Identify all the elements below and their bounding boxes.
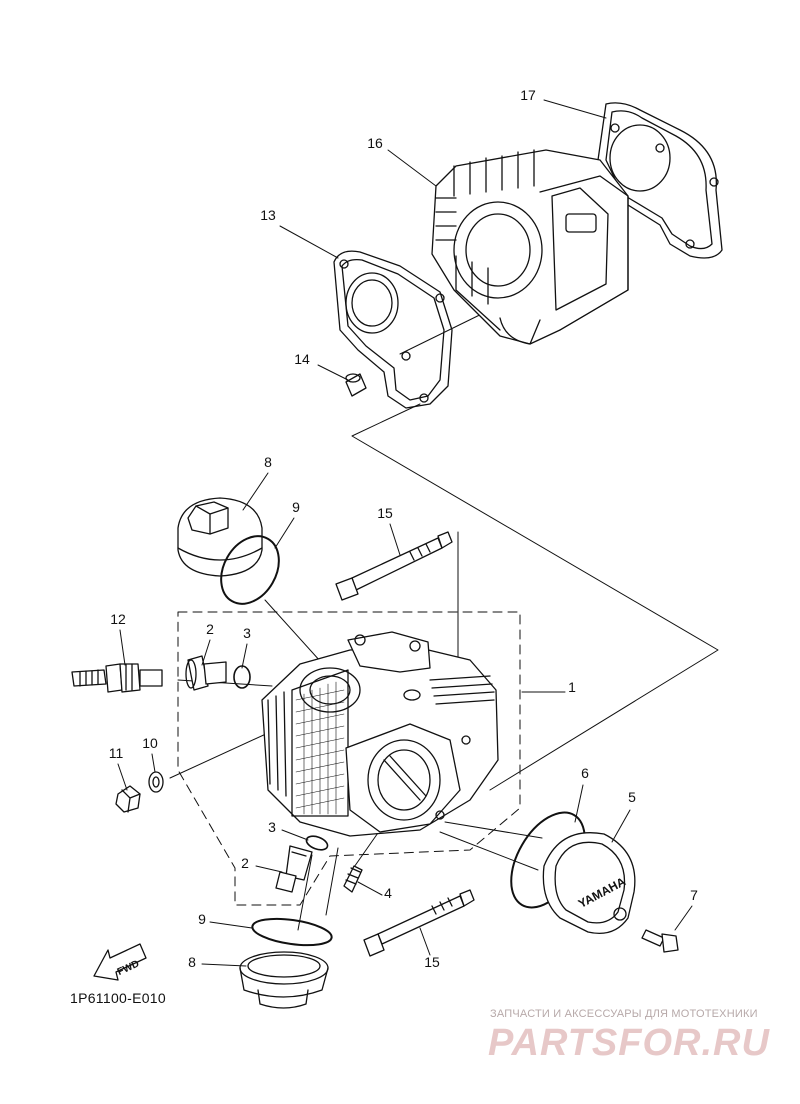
callout-leader-line <box>317 364 349 381</box>
callout-leader-line <box>274 517 295 549</box>
o-ring-lower <box>251 917 333 947</box>
callout-leader-line <box>389 523 401 556</box>
callout-leader-line <box>255 865 283 873</box>
callout-leader-line <box>357 881 383 896</box>
callout-number: 15 <box>424 954 440 970</box>
callout-leader-line <box>574 784 584 823</box>
watermark-logo: PARTSFOR.RU <box>488 1022 770 1064</box>
callout-leader-line <box>674 905 693 931</box>
callout-number: 8 <box>188 954 196 970</box>
callout-number: 12 <box>110 611 126 627</box>
o-ring-top <box>220 535 280 605</box>
callout-leader-line <box>387 149 437 187</box>
callout-number: 4 <box>384 885 392 901</box>
callout-leader-line <box>543 99 607 119</box>
callout-leader-line <box>209 921 253 929</box>
callout-leader-line <box>419 927 431 956</box>
diagram-code: 1P61100-E010 <box>70 990 166 1006</box>
callout-number: 10 <box>142 735 158 751</box>
callout-leader-line <box>151 753 156 773</box>
cap-nut <box>115 785 141 813</box>
dowel-pin <box>345 373 367 397</box>
subassembly-outline <box>177 611 521 906</box>
callout-number: 8 <box>264 454 272 470</box>
washer <box>148 771 164 793</box>
callout-number: 15 <box>377 505 393 521</box>
fitting-upper <box>185 655 227 691</box>
callout-number: 2 <box>206 621 214 637</box>
callout-leader-line <box>201 963 247 967</box>
callout-number: 3 <box>268 819 276 835</box>
callout-leader-line <box>201 639 211 666</box>
stud-bolt-lower <box>363 889 475 957</box>
cylinder-block <box>431 149 629 345</box>
callout-leader-line <box>611 809 631 843</box>
callout-number: 5 <box>628 789 636 805</box>
stud-small <box>343 865 363 893</box>
valve-cap-lower <box>239 951 329 1009</box>
callout-number: 16 <box>367 135 383 151</box>
side-cover: YAMAHA <box>542 832 636 935</box>
callout-number: 14 <box>294 351 310 367</box>
cover-bolt <box>641 929 679 953</box>
callout-number: 13 <box>260 207 276 223</box>
callout-number: 2 <box>241 855 249 871</box>
o-ring-small-upper <box>233 665 251 689</box>
o-ring-small-lower <box>305 835 329 851</box>
callout-number: 3 <box>243 625 251 641</box>
callout-leader-line <box>281 829 309 841</box>
callout-leader-line <box>279 225 339 259</box>
head-gasket <box>333 250 453 409</box>
callout-leader-line <box>242 472 269 511</box>
cooling-fin-grid <box>295 681 345 815</box>
callout-number: 9 <box>292 499 300 515</box>
callout-leader-line <box>241 643 248 669</box>
cylinder-gasket <box>597 102 723 259</box>
cylinder-head <box>261 631 499 837</box>
fwd-arrow-icon: FWD <box>93 943 147 981</box>
callout-number: 6 <box>581 765 589 781</box>
callout-number: 7 <box>690 887 698 903</box>
assembly-lines <box>169 304 719 931</box>
callout-leader-line <box>117 763 128 791</box>
stud-bolt-top <box>335 531 453 601</box>
fitting-lower <box>275 845 313 893</box>
callout-number: 1 <box>568 679 576 695</box>
watermark-subtitle: ЗАПЧАСТИ И АКСЕССУАРЫ ДЛЯ МОТОТЕХНИКИ <box>490 1008 758 1020</box>
callout-number: 17 <box>520 87 536 103</box>
spark-plug <box>71 663 163 693</box>
callout-number: 11 <box>109 745 124 761</box>
callout-number: 9 <box>198 911 206 927</box>
callout-leader-line <box>119 629 126 666</box>
valve-cap-top <box>177 497 263 577</box>
